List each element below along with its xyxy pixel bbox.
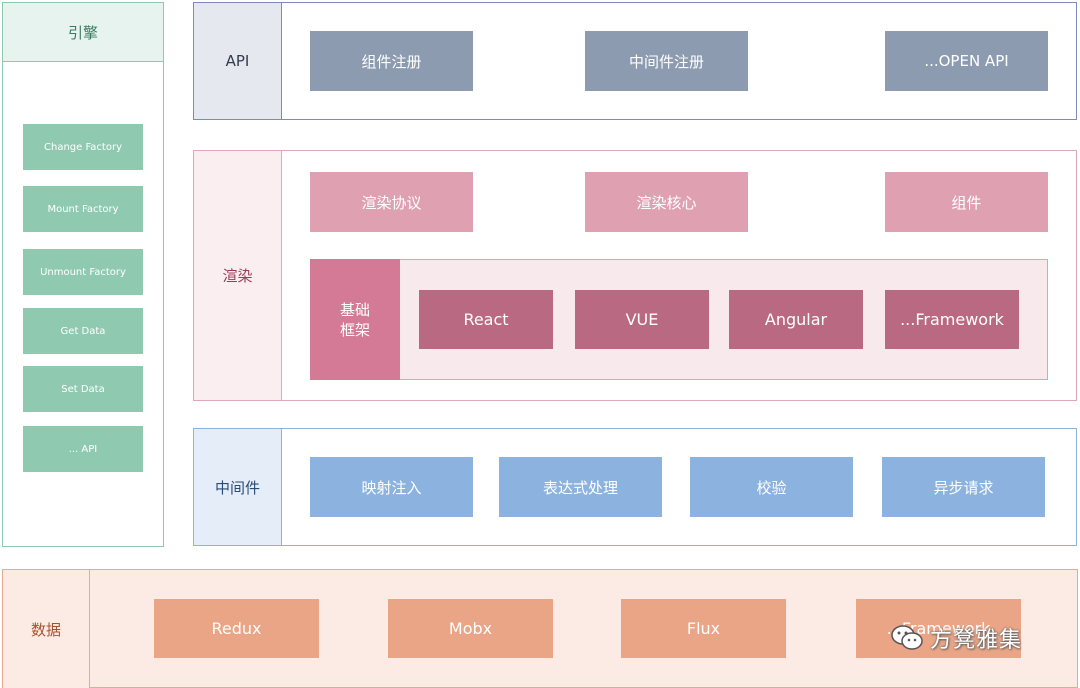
engine-title: 引擎 (2, 2, 164, 62)
data-box-redux: Redux (154, 599, 319, 658)
framework-group-label: 基础 框架 (310, 259, 400, 380)
watermark: 方凳雅集 (890, 618, 1060, 658)
watermark-text: 方凳雅集 (930, 628, 1023, 653)
middleware-layer (193, 428, 1077, 546)
engine-item-set-data: Set Data (23, 366, 143, 412)
api-box-middleware-register: 中间件注册 (585, 31, 748, 91)
render-box-core: 渲染核心 (585, 172, 748, 232)
framework-other: ...Framework (885, 290, 1019, 349)
middleware-box-expression: 表达式处理 (499, 457, 662, 517)
engine-item-api: ... API (23, 426, 143, 472)
framework-vue: VUE (575, 290, 709, 349)
framework-angular: Angular (729, 290, 863, 349)
framework-react: React (419, 290, 553, 349)
engine-item-change-factory: Change Factory (23, 124, 143, 170)
middleware-layer-label: 中间件 (194, 429, 282, 545)
engine-item-get-data: Get Data (23, 308, 143, 354)
middleware-box-mapping-injection: 映射注入 (310, 457, 473, 517)
render-layer (193, 150, 1077, 401)
api-layer (193, 2, 1077, 120)
middleware-box-async-request: 异步请求 (882, 457, 1045, 517)
api-box-component-register: 组件注册 (310, 31, 473, 91)
render-box-component: 组件 (885, 172, 1048, 232)
data-box-flux: Flux (621, 599, 786, 658)
wechat-icon (891, 625, 923, 650)
api-layer-label: API (194, 3, 282, 119)
render-layer-label: 渲染 (194, 151, 282, 400)
middleware-box-validation: 校验 (690, 457, 853, 517)
engine-item-mount-factory: Mount Factory (23, 186, 143, 232)
render-box-protocol: 渲染协议 (310, 172, 473, 232)
api-box-open-api: ...OPEN API (885, 31, 1048, 91)
engine-item-unmount-factory: Unmount Factory (23, 249, 143, 295)
data-layer-label: 数据 (3, 570, 90, 688)
data-box-mobx: Mobx (388, 599, 553, 658)
